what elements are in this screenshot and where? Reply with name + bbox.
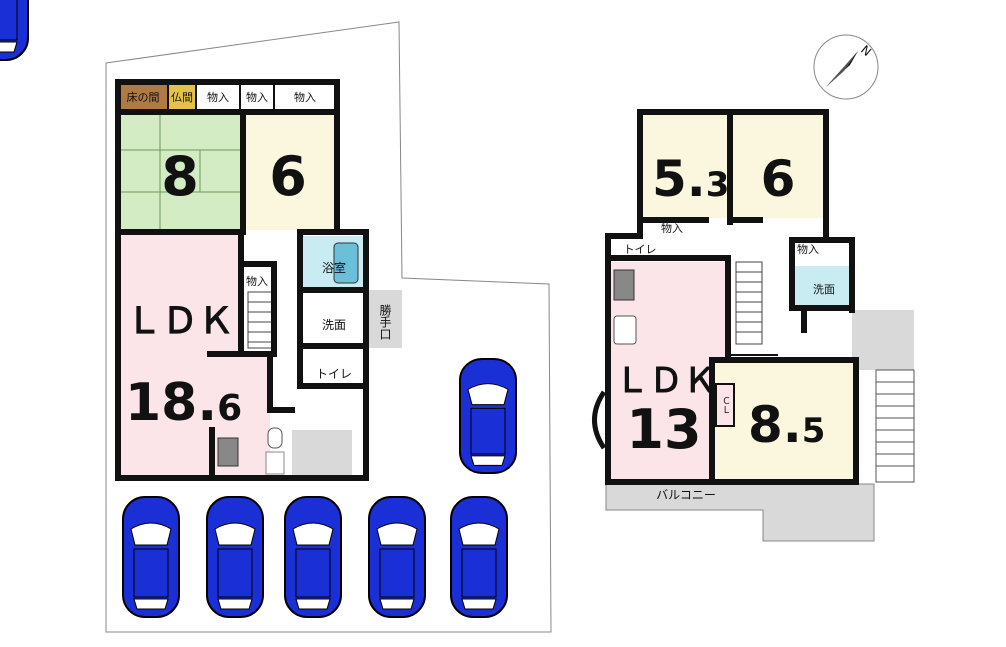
fridge <box>265 451 285 475</box>
car-icon <box>368 496 426 618</box>
label-toilet-1f: トイレ <box>316 367 352 381</box>
floor2-plan: 5.3 6 物入 物入 トイレ 洗面 ＬＤＫ 13 8.5 ＣＬ バルコニー <box>592 109 915 542</box>
kitchen-sink-2f <box>613 315 637 345</box>
washroom-fill <box>302 292 364 344</box>
car-icon <box>0 0 29 61</box>
room-a-2f-size: 5.3 <box>652 150 729 208</box>
room-a-2f <box>640 114 730 218</box>
car-icon <box>459 358 517 474</box>
car-icon <box>122 496 180 618</box>
label-storage-2f-b: 物入 <box>797 242 819 256</box>
floor1-plan: 床の間 仏間 物入 物入 物入 8 6 物入 ＬＤＫ 18.6 浴室 洗面 トイ… <box>105 21 552 633</box>
sink-1f <box>267 427 283 449</box>
stairs-1f <box>247 291 273 349</box>
washroom-2f <box>794 266 850 306</box>
compass: N <box>813 34 879 100</box>
ldk-2f-label: ＬＤＫ <box>615 361 717 401</box>
label-back-door: 勝手口 <box>378 303 392 340</box>
label-storage-b: 物入 <box>246 90 268 104</box>
room-b-2f-size: 6 <box>761 150 796 208</box>
tatami-room <box>118 112 243 230</box>
ldk-1f-size: 18.6 <box>125 373 242 433</box>
ldk-1f-upper <box>120 234 241 354</box>
car-icon <box>450 496 508 618</box>
japanese-room-size: 8 <box>161 145 199 208</box>
side-deck <box>852 310 914 370</box>
stove <box>217 437 239 467</box>
kitchen-stove-2f <box>613 269 635 301</box>
butsuma-fill <box>168 82 196 112</box>
stairs-2f <box>735 261 763 345</box>
tatami-lines <box>118 112 243 230</box>
bay-window <box>592 390 607 450</box>
outdoor-stairs <box>875 369 915 483</box>
label-balcony: バルコニー <box>656 488 716 502</box>
storage-dividers-1f <box>167 82 275 112</box>
label-storage-d: 物入 <box>246 274 268 288</box>
entrance-floor <box>292 430 352 478</box>
label-toilet-2f: トイレ <box>624 243 657 256</box>
tokonoma-fill <box>118 82 168 112</box>
room-b-2f <box>730 114 824 218</box>
label-storage-2f-a: 物入 <box>661 221 683 235</box>
label-butsuma: 仏間 <box>171 91 193 104</box>
backdoor-step <box>368 290 402 348</box>
label-washroom-2f: 洗面 <box>813 283 835 296</box>
walls-1f <box>115 79 369 481</box>
label-closet: ＣＬ <box>720 396 730 414</box>
ldk-1f-label: ＬＤＫ <box>126 301 234 342</box>
western-room-1f <box>243 112 337 230</box>
ldk-1f-lower <box>120 354 270 478</box>
room-c-2f <box>714 360 854 480</box>
room-c-2f-size: 8.5 <box>748 396 825 454</box>
car-icon <box>284 496 342 618</box>
car-icon <box>206 496 264 618</box>
bathtub <box>333 242 359 284</box>
label-storage-a: 物入 <box>207 90 229 104</box>
walls-2f <box>605 109 859 485</box>
parking-cars <box>0 0 29 61</box>
balcony-area <box>605 483 875 542</box>
label-storage-c: 物入 <box>294 90 316 104</box>
western-room-size: 6 <box>269 145 307 208</box>
label-bath: 浴室 <box>322 260 346 275</box>
closet-fill <box>715 383 735 427</box>
ldk-2f-size: 13 <box>626 398 701 461</box>
label-tokonoma: 床の間 <box>127 90 160 104</box>
label-washroom-1f: 洗面 <box>322 318 346 332</box>
